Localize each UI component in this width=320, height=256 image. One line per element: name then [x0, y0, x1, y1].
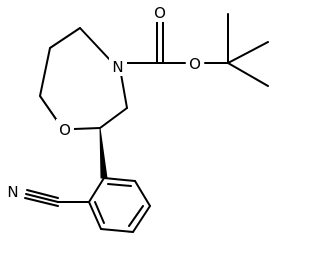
phenyl-ring [88, 177, 151, 233]
molecule-figure: N O O O N [4, 2, 269, 233]
bond-o-c2 [73, 127, 101, 130]
bond-n-c5 [79, 27, 111, 61]
atom-labels: N O O O N [4, 2, 204, 202]
ester-oxygen-label-bg [186, 53, 204, 73]
bond-c7-o [39, 95, 59, 123]
nitrile-nitrogen-label-bg [4, 182, 22, 202]
aromatic-inner-bond-b [128, 205, 144, 227]
bond-tbu-methyl-bottom [227, 62, 269, 87]
bond-ar4-ar5 [132, 205, 151, 233]
bond-ar2-ar3 [88, 201, 102, 230]
nitrile-triple-bond-bottom [24, 197, 59, 207]
carbamate-group [126, 21, 186, 64]
oxazepane-ring [39, 27, 128, 130]
ring-oxygen-label: O [59, 121, 71, 139]
ester-oxygen-label: O [189, 55, 201, 73]
nitrile-triple-bond-top [26, 189, 59, 199]
bond-ar3-ar4 [100, 228, 134, 233]
bond-c3-n [120, 73, 128, 109]
bond-ar6-ar1 [103, 177, 136, 182]
bond-c6-c7 [39, 47, 51, 97]
carbonyl-oxygen-label: O [154, 4, 166, 22]
tert-butyl-group [204, 13, 269, 87]
structure-drawing: N O O O N [4, 2, 269, 233]
bond-ar5-ar6 [134, 180, 151, 207]
ring-nitrogen-label-bg [109, 56, 127, 76]
bond-c5-c6 [49, 27, 81, 49]
ring-oxygen-label-bg [56, 119, 74, 139]
carbonyl-oxygen-label-bg [151, 2, 169, 22]
bond-ar1-ar2 [88, 177, 105, 203]
aromatic-inner-bond-c [94, 201, 105, 224]
nitrile-nitrogen-label: N [7, 183, 18, 201]
nitrile-triple-bond-mid [25, 193, 59, 203]
bond-tbu-methyl-right [227, 41, 269, 64]
aromatic-inner-bond-a [107, 183, 132, 187]
wedge-bond [99, 127, 108, 179]
bond-c2-c3 [99, 107, 128, 129]
ring-nitrogen-label: N [112, 58, 123, 76]
nitrile-group [24, 189, 90, 207]
